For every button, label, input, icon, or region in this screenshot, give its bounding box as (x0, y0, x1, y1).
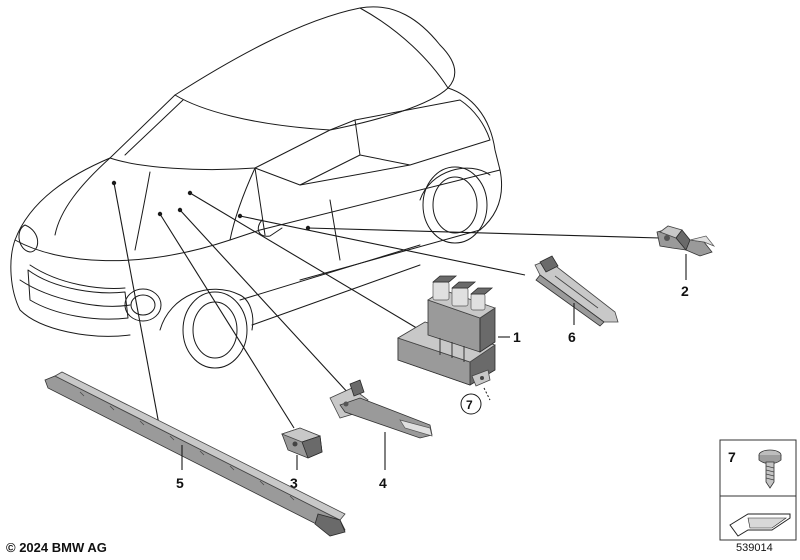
callout-7-circle (460, 393, 482, 415)
diagram-number: 539014 (736, 542, 773, 554)
part-2-sensor-bracket[interactable] (656, 225, 716, 257)
callout-7: 7 (466, 398, 473, 412)
part-3-small-bracket[interactable] (280, 427, 323, 459)
callout-5: 5 (176, 475, 184, 491)
screw-icon (758, 449, 782, 489)
callout-4: 4 (379, 475, 387, 491)
car-outline (10, 6, 503, 369)
legend-screw-label: 7 (728, 449, 736, 465)
callout-3: 3 (290, 475, 298, 491)
callout-2: 2 (681, 283, 689, 299)
part-5-sill-rail[interactable] (44, 371, 346, 537)
part-1-control-unit[interactable] (397, 275, 496, 387)
legend-box: 7 (719, 439, 797, 541)
part-6-rail-bracket[interactable] (534, 255, 619, 327)
arrow-icon (729, 513, 791, 537)
callout-6: 6 (568, 329, 576, 345)
leader-lines (111, 180, 661, 431)
copyright-text: © 2024 BMW AG (6, 540, 107, 555)
part-4-bracket-rail[interactable] (329, 379, 433, 439)
callout-1: 1 (513, 329, 521, 345)
